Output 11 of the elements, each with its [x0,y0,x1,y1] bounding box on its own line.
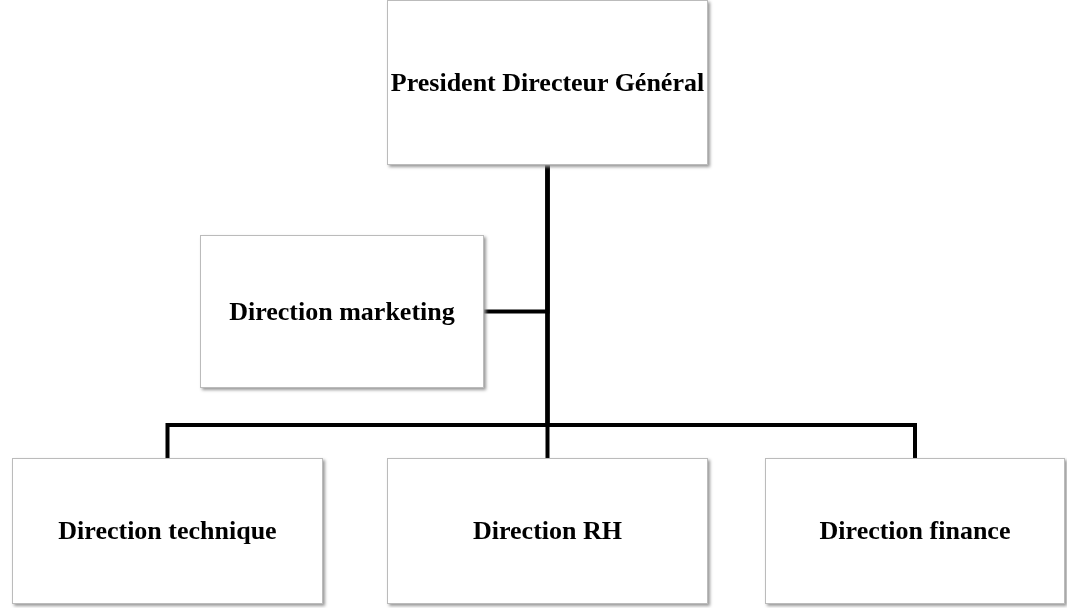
box-title: President Directeur Général [390,66,705,99]
box-title: Direction finance [819,515,1011,548]
box-title: Direction RH [473,515,622,548]
org-box [12,458,323,604]
box-title: Direction marketing [229,295,455,328]
connector-line [545,165,917,458]
box-title: Direction technique [58,515,277,548]
org-box [765,458,1065,604]
org-box [387,458,708,604]
org-box [387,0,708,165]
org-box [200,235,484,388]
